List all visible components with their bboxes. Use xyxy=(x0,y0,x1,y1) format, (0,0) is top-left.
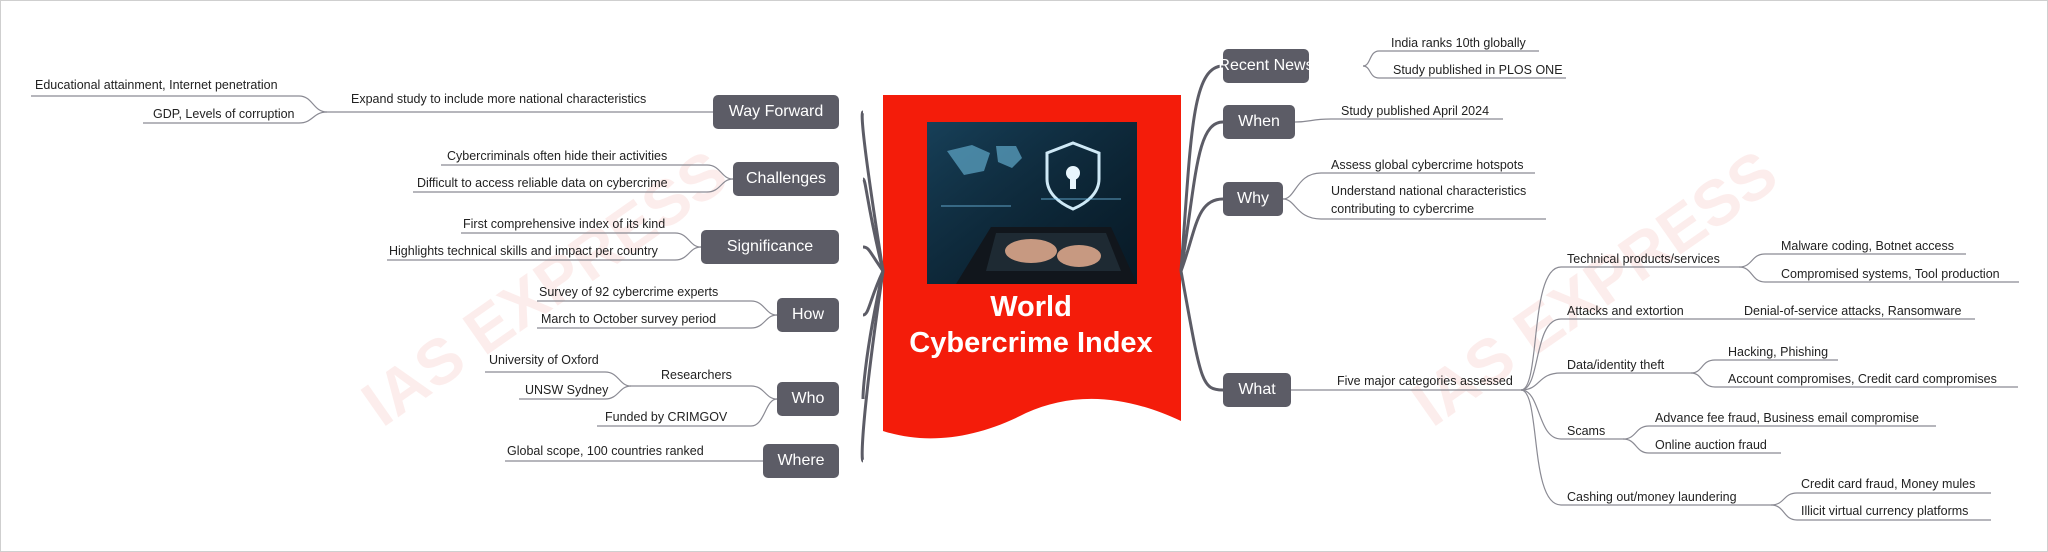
node-where[interactable]: Where xyxy=(763,444,839,478)
item-data-theft-1: Hacking, Phishing xyxy=(1728,345,1829,359)
leaf-way-forward-2: GDP, Levels of corruption xyxy=(153,107,295,121)
center-title-line1: World xyxy=(990,291,1072,323)
link-when xyxy=(1179,120,1224,272)
what-sub: Five major categories assessed xyxy=(1337,374,1513,388)
cyber-security-laptop-image xyxy=(927,122,1137,284)
link-what xyxy=(1179,270,1224,392)
leaf-how-1: Survey of 92 cybercrime experts xyxy=(539,285,719,299)
leaf-significance-1: First comprehensive index of its kind xyxy=(463,217,666,231)
node-recent-news[interactable]: Recent News xyxy=(1218,49,1314,83)
item-cashing-out-1: Credit card fraud, Money mules xyxy=(1801,477,1976,491)
category-technical: Technical products/services xyxy=(1567,252,1720,266)
leaf-when-1: Study published April 2024 xyxy=(1341,104,1490,118)
leaf-significance-2: Highlights technical skills and impact p… xyxy=(389,244,658,258)
node-way-forward[interactable]: Way Forward xyxy=(713,95,839,129)
node-why[interactable]: Why xyxy=(1223,182,1283,216)
node-how[interactable]: How xyxy=(777,298,839,332)
leaf-recent-news-1: India ranks 10th globally xyxy=(1391,36,1526,50)
item-technical-1: Malware coding, Botnet access xyxy=(1781,239,1955,253)
link-where xyxy=(860,270,885,463)
link-challenges xyxy=(861,177,885,272)
leaf-way-forward-1: Educational attainment, Internet penetra… xyxy=(35,78,278,92)
item-scams-2: Online auction fraud xyxy=(1655,438,1767,452)
leaf-who-unsw: UNSW Sydney xyxy=(525,383,609,397)
item-scams-1: Advance fee fraud, Business email compro… xyxy=(1655,411,1920,425)
link-who xyxy=(861,270,885,400)
leaf-why-2: Understand national characteristics xyxy=(1331,184,1527,198)
category-attacks: Attacks and extortion xyxy=(1567,304,1684,318)
node-when[interactable]: When xyxy=(1223,105,1295,139)
node-what[interactable]: What xyxy=(1223,373,1291,407)
link-way-forward xyxy=(860,110,885,272)
item-attacks-1: Denial-of-service attacks, Ransomware xyxy=(1744,304,1962,318)
node-who[interactable]: Who xyxy=(777,382,839,416)
link-recent-news xyxy=(1179,64,1224,272)
leaf-why-3: contributing to cybercrime xyxy=(1331,202,1475,216)
leaf-why-1: Assess global cybercrime hotspots xyxy=(1331,158,1524,172)
leaf-who-funded: Funded by CRIMGOV xyxy=(605,410,728,424)
category-data-theft: Data/identity theft xyxy=(1567,358,1665,372)
item-data-theft-2: Account compromises, Credit card comprom… xyxy=(1728,372,1997,386)
leaf-how-2: March to October survey period xyxy=(541,312,717,326)
center-title: World Cybercrime Index xyxy=(881,289,1181,361)
leaf-challenges-1: Cybercriminals often hide their activiti… xyxy=(447,149,668,163)
leaf-who-oxford: University of Oxford xyxy=(489,353,599,367)
node-significance[interactable]: Significance xyxy=(701,230,839,264)
category-scams: Scams xyxy=(1567,424,1606,438)
link-significance xyxy=(862,245,885,272)
link-why xyxy=(1179,197,1224,272)
leaf-challenges-2: Difficult to access reliable data on cyb… xyxy=(417,176,668,190)
leaf-where-1: Global scope, 100 countries ranked xyxy=(507,444,704,458)
center-title-line2: Cybercrime Index xyxy=(909,327,1153,359)
way-forward-sub: Expand study to include more national ch… xyxy=(351,92,647,106)
leaf-recent-news-2: Study published in PLOS ONE xyxy=(1393,63,1563,77)
item-cashing-out-2: Illicit virtual currency platforms xyxy=(1801,504,1969,518)
node-challenges[interactable]: Challenges xyxy=(733,162,839,196)
who-researchers: Researchers xyxy=(661,368,732,382)
item-technical-2: Compromised systems, Tool production xyxy=(1781,267,2000,281)
category-cashing-out: Cashing out/money laundering xyxy=(1567,490,1737,504)
link-how xyxy=(862,270,885,317)
